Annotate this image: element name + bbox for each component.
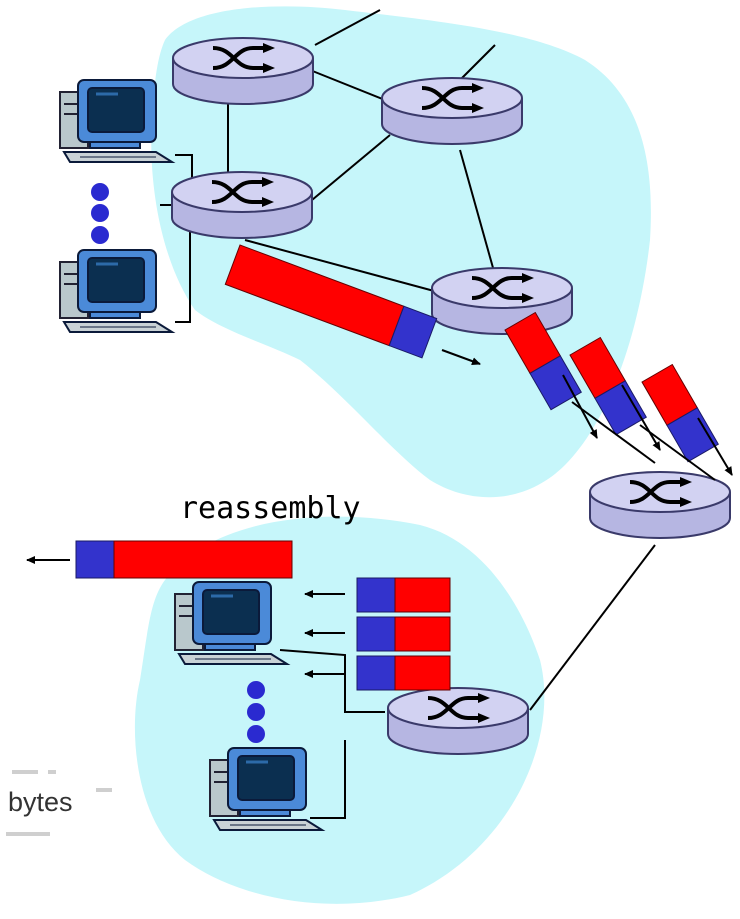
computer-icon <box>58 248 174 334</box>
arrived-fragment <box>356 577 451 613</box>
fragment <box>641 363 719 463</box>
upper-network-cloud <box>151 6 651 498</box>
more-hosts-dots-upper <box>91 183 109 244</box>
fragment <box>569 336 647 436</box>
more-hosts-dots-lower <box>247 681 265 743</box>
arrived-fragment <box>356 616 451 652</box>
router-top-right <box>380 76 524 146</box>
network-links <box>160 9 656 819</box>
faded-text-fragments <box>6 770 112 836</box>
reassembly-label: reassembly <box>180 491 361 526</box>
bytes-label: bytes <box>8 787 73 817</box>
arrived-fragment <box>356 655 451 691</box>
router-middle-left <box>170 170 314 240</box>
datagram-arrow <box>441 349 481 365</box>
router-middle-right <box>430 266 574 336</box>
arrived-fragment-arrows <box>304 590 345 678</box>
router-top-left <box>171 36 315 106</box>
reassembled-datagram <box>75 540 293 579</box>
original-datagram <box>224 244 438 359</box>
router-bottom <box>386 686 530 756</box>
fragment <box>504 311 582 411</box>
router-right <box>588 470 732 540</box>
fragment-arrows <box>562 374 733 481</box>
